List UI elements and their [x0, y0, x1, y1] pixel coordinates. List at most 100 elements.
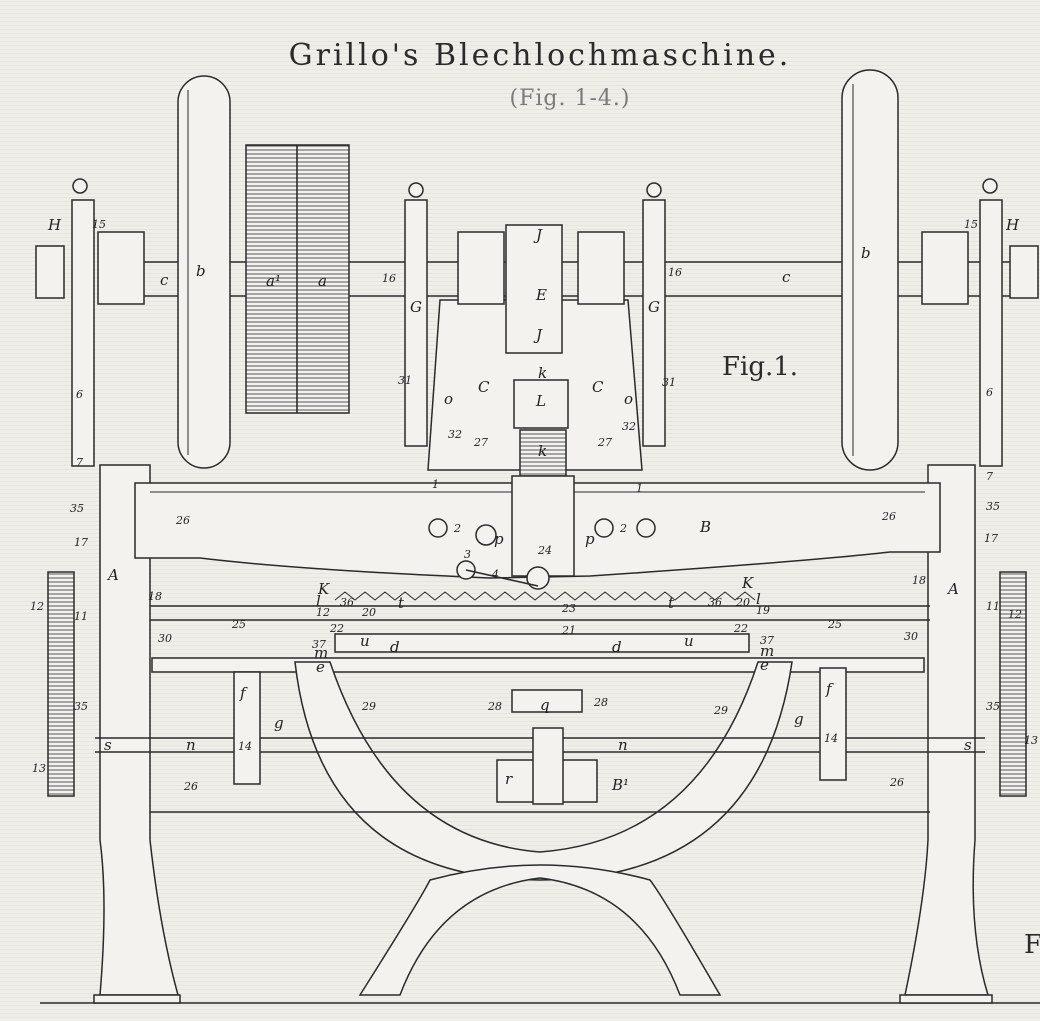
label-C-right: C — [592, 378, 604, 396]
label-J-top: J — [533, 226, 543, 244]
num-31-left: 31 — [398, 374, 412, 387]
levers — [428, 518, 656, 590]
label-o-left: o — [444, 390, 453, 408]
num-2-right: 2 — [619, 522, 627, 535]
num-29-left: 29 — [361, 700, 376, 713]
num-7-right: 7 — [986, 470, 993, 483]
work-table — [334, 633, 750, 653]
label-J: J — [533, 326, 543, 344]
toothed-rack — [334, 591, 756, 601]
label-p-left: p — [494, 530, 504, 548]
label-o-right: o — [624, 390, 633, 408]
label-e-left: e — [316, 658, 325, 676]
label-n-right: n — [618, 736, 628, 754]
num-12-rack: 12 — [316, 606, 330, 619]
num-28-right: 28 — [593, 696, 608, 709]
num-36-left: 36 — [340, 596, 354, 609]
label-s-right: s — [964, 736, 972, 754]
num-14-right: 14 — [824, 732, 838, 745]
num-13-left: 13 — [32, 762, 46, 775]
num-24: 24 — [537, 544, 552, 557]
gear-right — [999, 571, 1027, 797]
num-32-left: 32 — [448, 428, 462, 441]
label-G-left: G — [410, 298, 422, 316]
num-16-left: 16 — [382, 272, 396, 285]
label-B1: B¹ — [611, 776, 629, 794]
label-n-left: n — [186, 736, 196, 754]
num-15-left: 15 — [92, 218, 106, 231]
flywheel-left — [177, 75, 231, 469]
plate-title: Grillo's Blechlochmaschine. — [288, 38, 792, 73]
num-26-lower-left: 26 — [183, 780, 198, 793]
num-20-left: 20 — [361, 606, 376, 619]
num-13-right: 13 — [1024, 734, 1038, 747]
label-e-right: e — [760, 656, 769, 674]
label-a: a — [318, 272, 327, 290]
num-37-left: 37 — [312, 638, 326, 651]
num-35-upper-left: 35 — [70, 502, 84, 515]
label-b-left: b — [196, 262, 206, 280]
num-27-right: 27 — [597, 436, 612, 449]
arch-support — [294, 661, 793, 881]
num-27-left: 27 — [473, 436, 488, 449]
label-m-left: m — [314, 644, 328, 662]
num-35-lower-left: 35 — [74, 700, 88, 713]
label-c-right: c — [782, 268, 791, 286]
label-l-left: l — [316, 592, 321, 610]
label-B: B — [699, 518, 711, 536]
num-12-right: 12 — [1008, 608, 1022, 621]
num-28-left: 28 — [487, 700, 502, 713]
label-A-left: A — [106, 566, 119, 584]
num-26-upper-left: 26 — [175, 514, 190, 527]
label-A-right: A — [946, 580, 959, 598]
label-k-lower: k — [538, 442, 547, 460]
label-u-right: u — [684, 632, 694, 650]
vertical-rods — [71, 178, 1003, 467]
num-18-right: 18 — [912, 574, 926, 587]
label-G-right: G — [648, 298, 660, 316]
num-26-lower-right: 26 — [889, 776, 904, 789]
label-g-right: g — [794, 710, 804, 728]
ram-block — [513, 379, 569, 429]
label-K-left: K — [317, 580, 330, 598]
plate-subtitle: (Fig. 1-4.) — [509, 86, 631, 111]
num-36-right: 36 — [708, 596, 722, 609]
num-32-right: 32 — [622, 420, 636, 433]
label-g-left: g — [274, 714, 284, 732]
label-H-left: H — [47, 216, 62, 234]
num-21: 21 — [561, 624, 576, 637]
num-25-right: 25 — [827, 618, 842, 631]
lower-shaft — [95, 667, 985, 813]
label-c-left: c — [160, 271, 169, 289]
num-20-right: 20 — [735, 596, 750, 609]
num-14-left: 14 — [238, 740, 252, 753]
num-11-right: 11 — [986, 600, 1000, 613]
num-6-left: 6 — [76, 388, 83, 401]
num-16-right: 16 — [668, 266, 682, 279]
num-11-left: 11 — [74, 610, 88, 623]
label-b-right: b — [861, 244, 871, 262]
flywheel-right — [841, 69, 899, 471]
num-17-left: 17 — [74, 536, 88, 549]
num-7-left: 7 — [76, 456, 83, 469]
label-d-right: d — [612, 638, 622, 656]
num-12-left: 12 — [30, 600, 44, 613]
num-35-lower-right: 35 — [986, 700, 1000, 713]
num-6-right: 6 — [986, 386, 993, 399]
num-15-right: 15 — [964, 218, 978, 231]
label-t-left: t — [398, 594, 405, 612]
label-p-right: p — [585, 530, 595, 548]
label-C-left: C — [478, 378, 490, 396]
label-a1: a¹ — [266, 272, 281, 290]
label-r: r — [505, 770, 513, 788]
label-q: q — [540, 696, 550, 714]
bearing-blocks — [35, 231, 1039, 305]
num-30-left: 30 — [158, 632, 172, 645]
num-37-right: 37 — [760, 634, 774, 647]
label-H-right: H — [1005, 216, 1020, 234]
num-35-upper-right: 35 — [986, 500, 1000, 513]
figure-label: Fig.1. — [722, 352, 799, 382]
num-1-left: 1 — [432, 478, 439, 491]
label-d-left: d — [390, 638, 400, 656]
